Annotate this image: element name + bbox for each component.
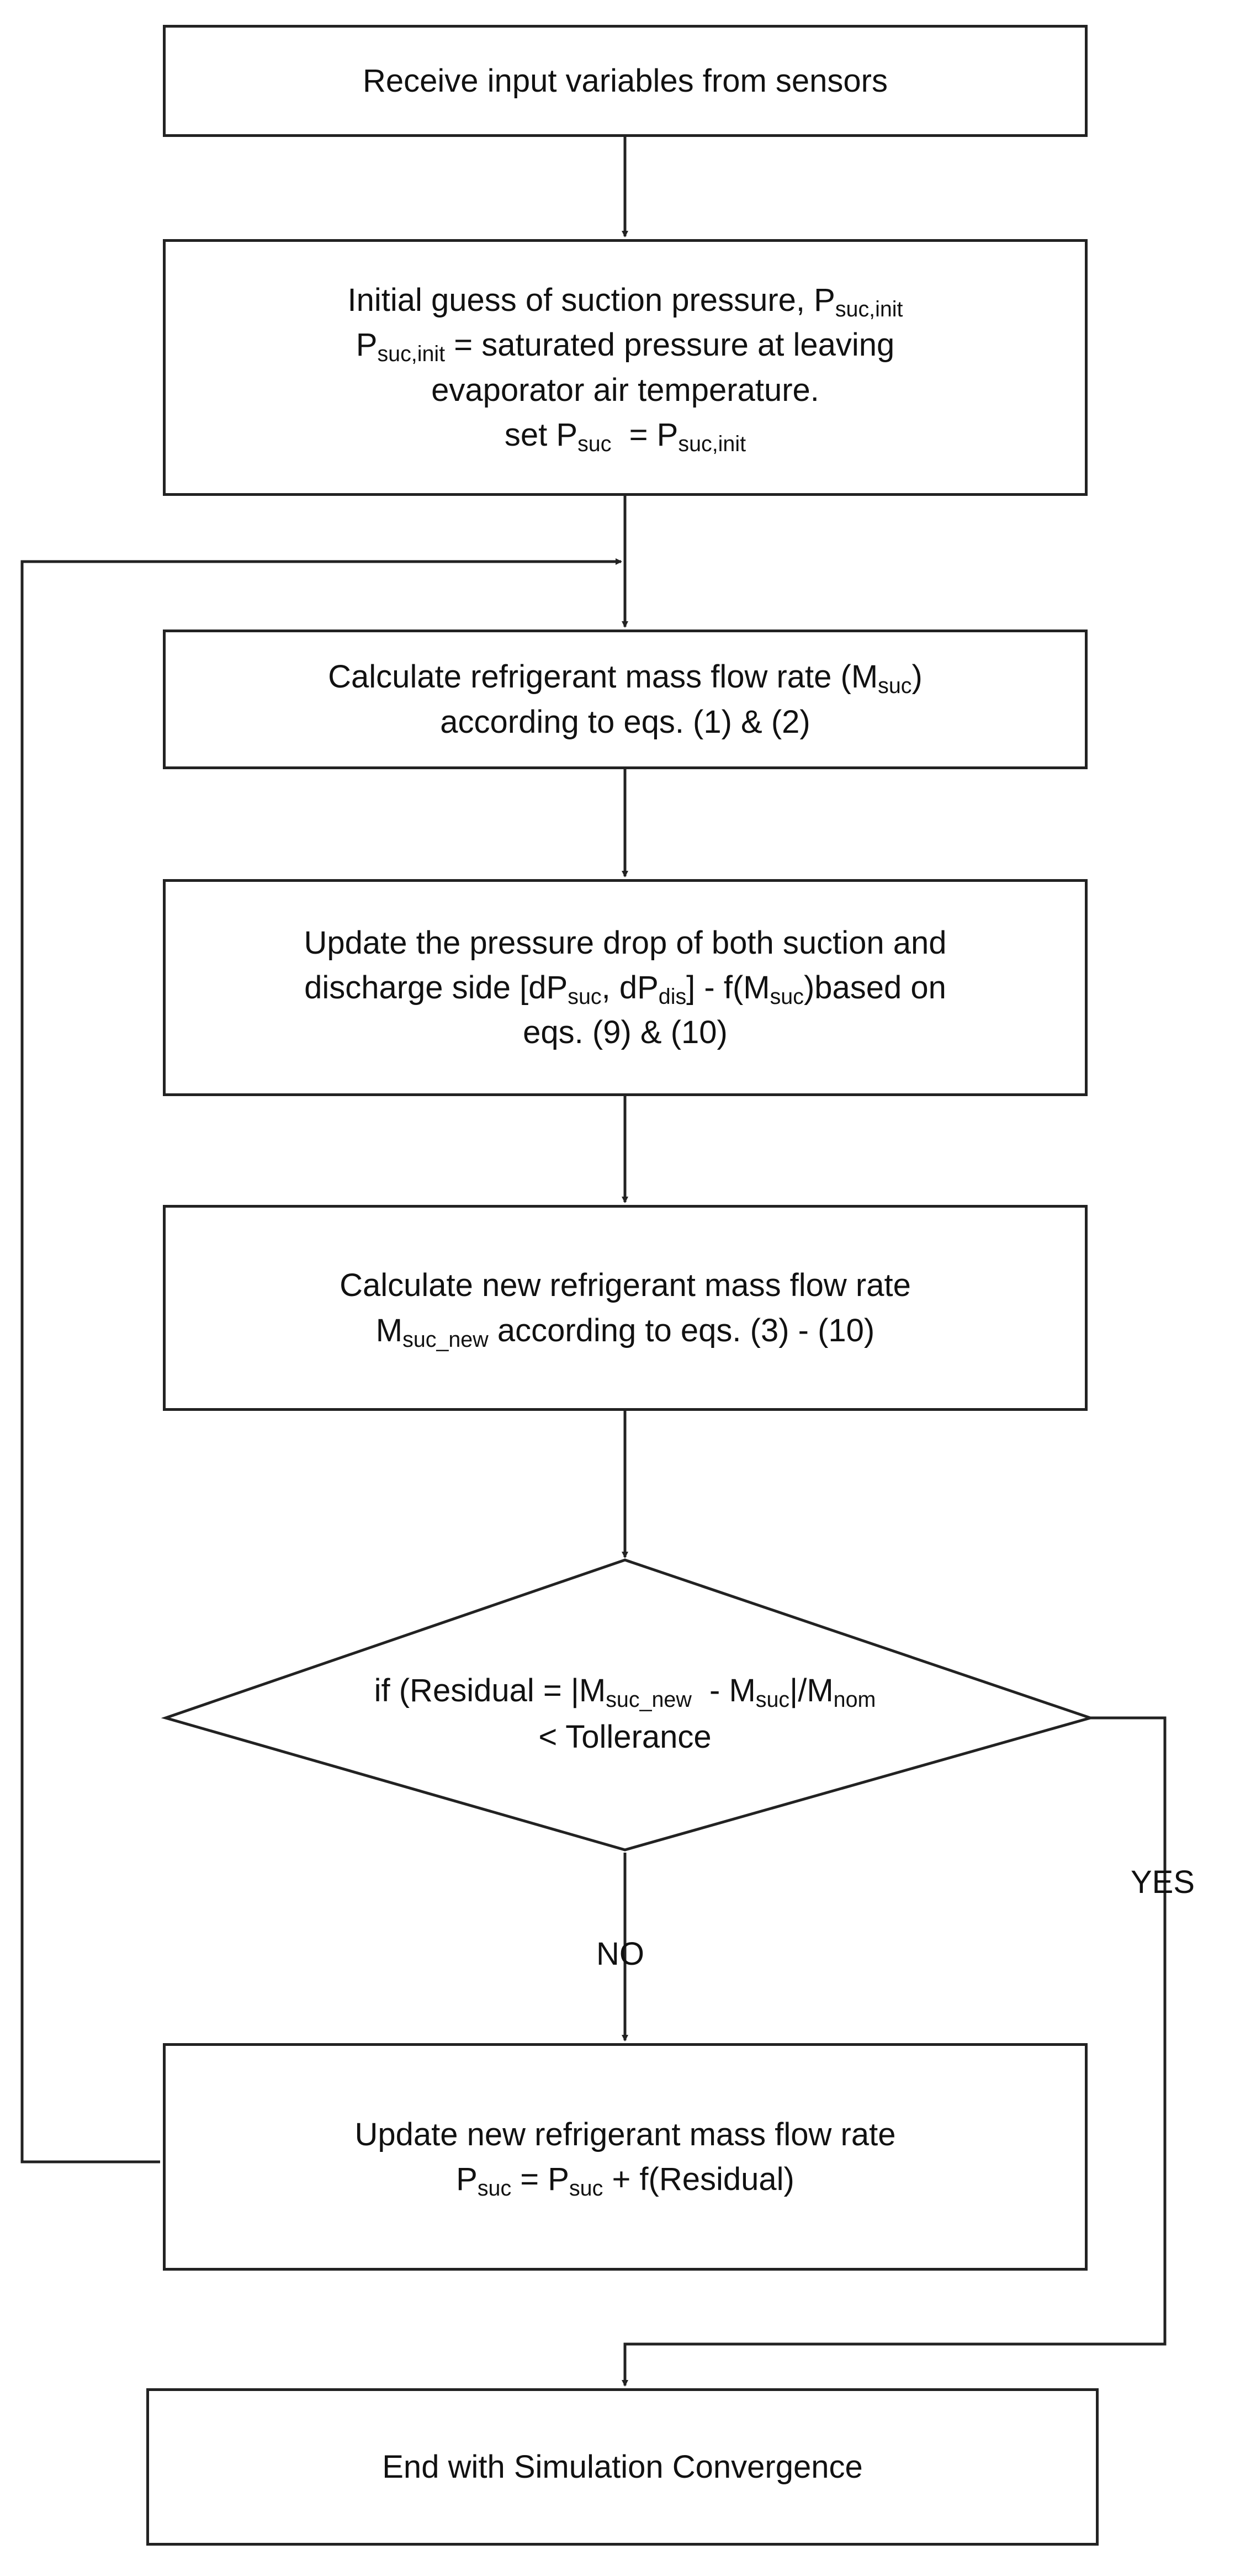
edge-label-no: NO [596,1936,644,1972]
end-convergence-box: End with Simulation Convergence [146,2388,1099,2546]
loop-back-arrow [20,558,622,2164]
calc-new-mass-flow-line2: Msuc_new according to eqs. (3) - (10) [375,1312,875,1352]
update-pressure-drop-line3: eqs. (9) & (10) [523,1014,728,1051]
update-new-mass-flow-line1: Update new refrigerant mass flow rate [354,2116,896,2152]
end-convergence-text: End with Simulation Convergence [382,2448,863,2485]
initial-guess-line4: set Psuc = Psuc,init [504,416,746,456]
decision-line2: < Tollerance [538,1719,712,1755]
initial-guess-line3: evaporator air temperature. [431,372,819,408]
initial-guess-box: Initial guess of suction pressure, Psuc,… [163,239,1088,496]
calc-mass-flow-line2: according to eqs. (1) & (2) [440,703,810,740]
update-new-mass-flow-line2: Psuc = Psuc + f(Residual) [456,2161,794,2201]
edge-label-yes: YES [1131,1864,1195,1900]
calc-mass-flow-box: Calculate refrigerant mass flow rate (Ms… [163,630,1088,769]
update-pressure-drop-box: Update the pressure drop of both suction… [163,879,1088,1096]
update-pressure-drop-line2: discharge side [dPsuc, dPdis] - f(Msuc)b… [304,969,946,1009]
receive-inputs-box: Receive input variables from sensors [163,25,1088,137]
update-new-mass-flow-box: Update new refrigerant mass flow rate Ps… [163,2043,1088,2271]
initial-guess-line1: Initial guess of suction pressure, Psuc,… [347,282,903,321]
arrow-decision-yes-to-end [622,1716,1167,2387]
update-pressure-drop-line1: Update the pressure drop of both suction… [304,924,947,961]
initial-guess-line2: Psuc,init = saturated pressure at leavin… [356,327,895,367]
decision-text: if (Residual = |Msuc_new - Msuc|/Mnom < … [182,1668,1068,1760]
decision-line1: if (Residual = |Msuc_new - Msuc|/Mnom [374,1673,876,1712]
calc-new-mass-flow-line1: Calculate new refrigerant mass flow rate [340,1267,911,1304]
decision-diamond [161,1558,1095,1852]
receive-inputs-text: Receive input variables from sensors [363,62,888,99]
calc-new-mass-flow-box: Calculate new refrigerant mass flow rate… [163,1205,1088,1411]
calc-mass-flow-line1: Calculate refrigerant mass flow rate (Ms… [328,659,923,699]
